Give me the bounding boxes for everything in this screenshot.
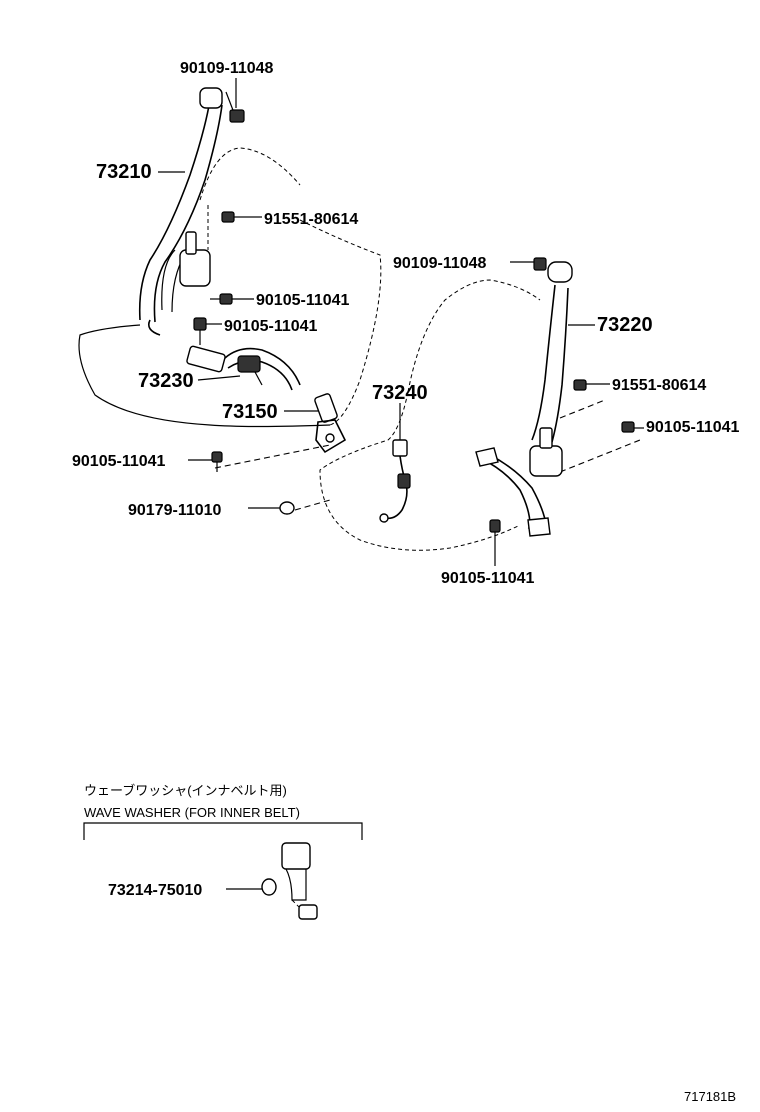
bolt-icon — [621, 421, 635, 433]
retractor-left — [179, 249, 211, 287]
bolt-icon — [533, 257, 547, 271]
part-number-label: 90105-11041 — [646, 419, 740, 436]
part-number-label: 73214-75010 — [108, 882, 202, 899]
bolt-icon — [225, 91, 245, 123]
left-seat-belt — [138, 87, 223, 336]
bolt-icon — [211, 451, 223, 472]
wave-washer-inset: ウェーブワッシャ(インナベルト用) WAVE WASHER (FOR INNER… — [83, 783, 363, 920]
inner-belt-73230 — [186, 345, 301, 391]
part-number-label: 90109-11048 — [180, 60, 274, 77]
part-number-label: 73240 — [372, 382, 428, 404]
right-seat-belt — [475, 261, 573, 537]
inset-title-en: WAVE WASHER (FOR INNER BELT) — [84, 805, 300, 820]
diagram-code: 717181B — [684, 1089, 736, 1104]
top-anchor-left — [199, 87, 223, 109]
bolt-icon — [221, 211, 246, 223]
part-number-label: 73150 — [222, 401, 278, 423]
part-number-label: 90105-11041 — [441, 570, 535, 587]
top-anchor-right — [547, 261, 573, 283]
right-seat-outline — [319, 279, 641, 551]
buckle-73150 — [314, 393, 347, 454]
part-number-label: 73210 — [96, 161, 152, 183]
part-number-label: 73230 — [138, 370, 194, 392]
wire-harness-73240 — [379, 439, 411, 523]
part-number-label: 90179-11010 — [128, 502, 222, 519]
part-number-label: 73220 — [597, 314, 653, 336]
leader-lines — [158, 78, 644, 566]
part-number-label: 90105-11041 — [256, 292, 350, 309]
retractor-right — [529, 445, 563, 477]
part-number-label: 91551-80614 — [612, 377, 706, 394]
part-number-label: 90105-11041 — [224, 318, 318, 335]
inset-title-jp: ウェーブワッシャ(インナベルト用) — [84, 783, 287, 798]
part-number-label: 90109-11048 — [393, 255, 487, 272]
part-number-label: 90105-11041 — [72, 453, 166, 470]
part-number-label: 91551-80614 — [264, 211, 358, 228]
bolt-icon — [573, 379, 587, 391]
wave-washer-icon — [261, 878, 277, 896]
nut-icon — [279, 499, 331, 515]
bolt-icon — [489, 519, 501, 548]
bolt-icon — [193, 317, 207, 345]
bolt-icon — [210, 293, 233, 305]
left-seat-outline — [78, 147, 382, 469]
